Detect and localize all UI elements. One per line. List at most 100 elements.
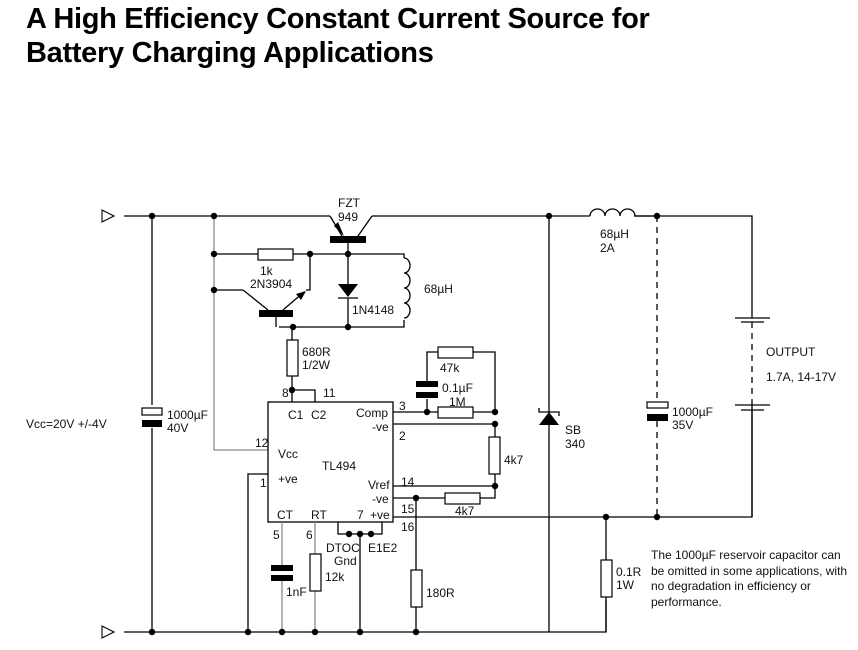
pin-ct-label: CT — [277, 508, 294, 522]
ct-capacitor-label: 1nF — [286, 585, 307, 599]
resistor-4k7-horizontal-label: 4k7 — [455, 504, 475, 518]
pin-12-number: 12 — [255, 436, 269, 450]
output-terminal-top-icon — [735, 317, 770, 323]
resistor-180r — [410, 569, 423, 608]
resistor-47k-label: 47k — [440, 361, 460, 375]
junction-dot — [356, 628, 364, 636]
title-line-2: Battery Charging Applications — [26, 37, 434, 69]
junction-dot — [344, 250, 352, 258]
rt-resistor-label: 12k — [325, 570, 345, 584]
junction-dot — [289, 323, 297, 331]
drive-resistor-value: 680R — [302, 345, 331, 359]
pin-neg2-label: -ve — [372, 492, 389, 506]
pass-transistor-label-2: 949 — [338, 210, 358, 224]
gnd-label: Gnd — [334, 554, 357, 568]
driver-transistor-label: 2N3904 — [250, 277, 292, 291]
gnd-bridge-wire — [337, 522, 383, 632]
schottky-label-2: 340 — [565, 437, 585, 451]
driver-transistor-base-bar — [259, 310, 293, 317]
junction-dot — [210, 212, 218, 220]
resistor-47k — [437, 346, 474, 359]
pin-vcc-label: Vcc — [278, 447, 298, 461]
junction-dot — [491, 482, 499, 490]
supply-voltage-label: Vcc=20V +/-4V — [26, 417, 107, 431]
small-inductor-coil-icon — [403, 257, 411, 319]
pin-8-number: 8 — [282, 386, 289, 400]
drive-resistor-rating: 1/2W — [302, 358, 331, 372]
ct-capacitor-plate-1 — [271, 565, 293, 571]
driver-transistor-arrow-icon — [296, 291, 306, 300]
pin-rt-label: RT — [311, 508, 327, 522]
junction-dot — [653, 513, 661, 521]
ic-name-label: TL494 — [322, 459, 356, 473]
sense-resistor-0r1 — [600, 559, 613, 598]
junction-dot — [602, 513, 610, 521]
pin-1-number: 1 — [260, 476, 267, 490]
rt-resistor-12k — [309, 553, 322, 592]
page-title: A High Efficiency Constant Current Sourc… — [26, 2, 650, 70]
pin-16-number: 16 — [401, 520, 415, 534]
pin-vref-label: Vref — [368, 478, 390, 492]
junction-dot — [491, 408, 499, 416]
output-capacitor-rating: 35V — [672, 418, 693, 432]
diode-label: 1N4148 — [352, 303, 394, 317]
comp-capacitor-plate-1 — [416, 381, 438, 387]
junction-dot — [210, 286, 218, 294]
sense-resistor-rating: 1W — [616, 578, 635, 592]
pin-c2-label: C2 — [311, 408, 327, 422]
resistor-180r-label: 180R — [426, 586, 455, 600]
drive-resistor-680r — [286, 339, 299, 377]
input-capacitor-plate-pos — [141, 407, 163, 416]
ct-capacitor-plate-2 — [271, 575, 293, 581]
input-capacitor-rating: 40V — [167, 421, 188, 435]
output-inductor-rating: 2A — [600, 241, 615, 255]
pin-11-number: 11 — [323, 386, 336, 400]
e1e2-label: E1E2 — [368, 541, 398, 555]
output-inductor-value: 68µH — [600, 227, 629, 241]
schottky-diode-icon — [539, 412, 559, 425]
resistor-4k7-vertical-label: 4k7 — [504, 453, 524, 467]
small-inductor-label: 68µH — [424, 282, 453, 296]
junction-dot — [423, 408, 431, 416]
resistor-4k7-vertical — [488, 436, 501, 475]
reservoir-capacitor-note: The 1000µF reservoir capacitor can be om… — [651, 548, 848, 609]
junction-dot — [653, 212, 661, 220]
junction-dot — [412, 628, 420, 636]
input-capacitor-plate-neg — [142, 420, 162, 427]
output-spec-label: 1.7A, 14-17V — [766, 370, 836, 384]
pin-7-number: 7 — [357, 508, 364, 522]
junction-dot — [344, 323, 352, 331]
input-positive-terminal-icon — [101, 209, 116, 223]
resistor-1k — [257, 248, 294, 261]
output-rail-wire — [634, 215, 753, 318]
driver-to-base-resistor-wire — [306, 254, 311, 291]
junction-dot — [288, 386, 296, 394]
title-line-1: A High Efficiency Constant Current Sourc… — [26, 3, 650, 35]
junction-dots — [148, 212, 661, 636]
pass-transistor-collector — [357, 215, 373, 237]
junction-dot — [244, 628, 252, 636]
resistor-1m-label: 1M — [449, 395, 466, 409]
pin-comp-label: Comp — [356, 406, 388, 420]
pass-transistor-label-1: FZT — [338, 196, 361, 210]
junction-dot — [491, 420, 499, 428]
pin-15-number: 15 — [401, 502, 415, 516]
pin-pos1-label: +ve — [278, 472, 298, 486]
resistor-1m — [437, 406, 474, 419]
vcc-feed-wire — [213, 216, 268, 451]
junction-dot — [545, 212, 553, 220]
pass-transistor-base-bar — [330, 236, 366, 243]
junction-dot — [356, 530, 364, 538]
pass-transistor-arrow-icon — [334, 222, 344, 236]
c1-c2-link-wire — [291, 389, 316, 402]
junction-dot — [278, 628, 286, 636]
schottky-label-1: SB — [565, 423, 581, 437]
junction-dot — [311, 628, 319, 636]
output-capacitor-plate-neg — [647, 414, 668, 421]
output-label: OUTPUT — [766, 345, 816, 359]
pin-3-number: 3 — [399, 399, 406, 413]
pin-pos2-label: +ve — [370, 508, 390, 522]
ground-rail-wire — [124, 600, 607, 633]
pin-1-wire — [247, 473, 268, 632]
